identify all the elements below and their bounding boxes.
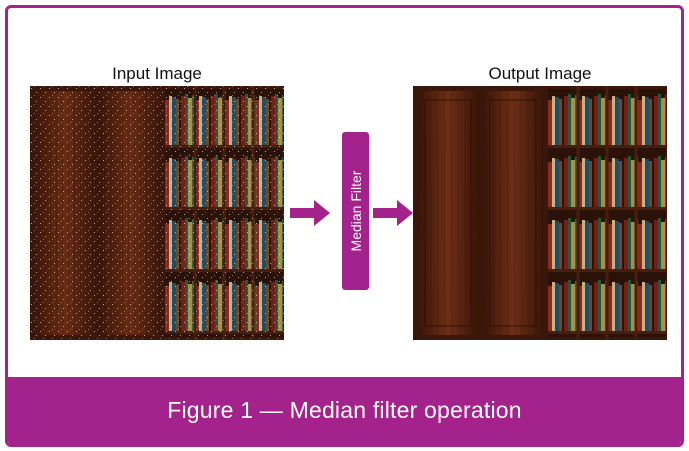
arrow-right-icon [373,200,413,226]
figure-caption: Figure 1 — Median filter operation [8,377,681,444]
input-image [30,86,284,340]
output-image-label: Output Image [488,64,592,83]
output-image [413,86,667,340]
median-filter-block: Median Filter [342,132,369,290]
figure-frame: Input Image Output Image [5,5,684,447]
arrow-right-icon [290,200,330,226]
median-filter-label: Median Filter [347,170,364,252]
input-image-label: Input Image [112,64,202,83]
